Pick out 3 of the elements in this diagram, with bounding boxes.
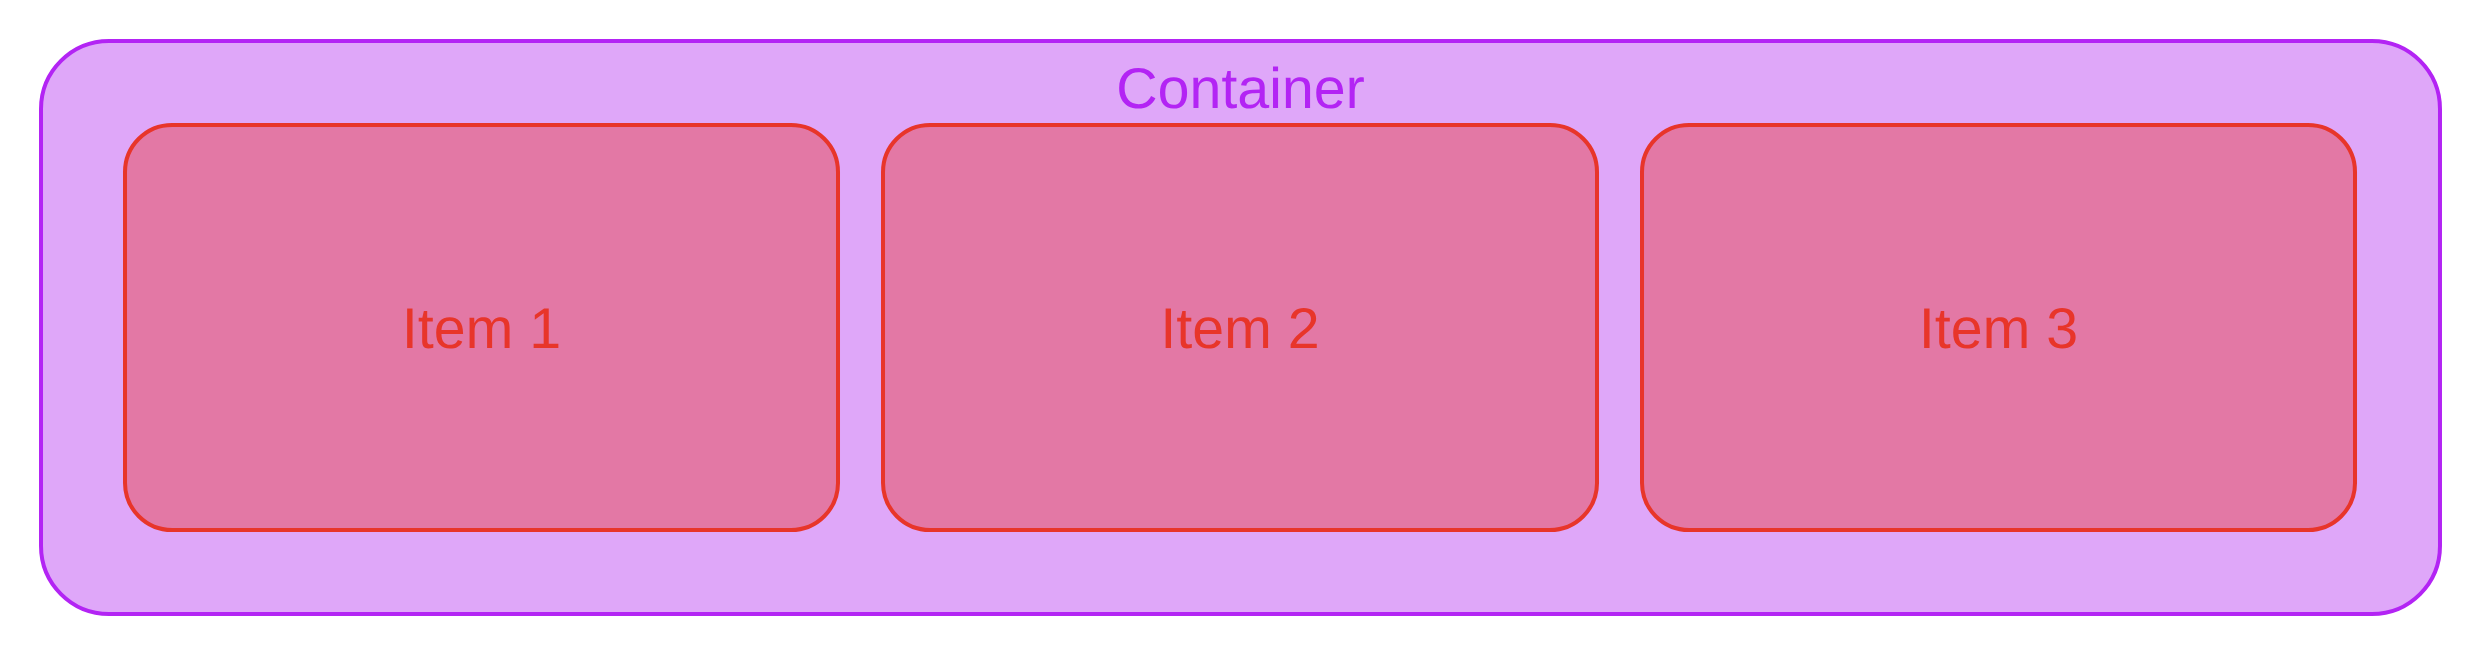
rounded-box: Item 3 bbox=[1640, 123, 2357, 532]
rounded-box: Item 1 bbox=[123, 123, 840, 532]
rounded-box: Item 2 bbox=[881, 123, 1599, 532]
